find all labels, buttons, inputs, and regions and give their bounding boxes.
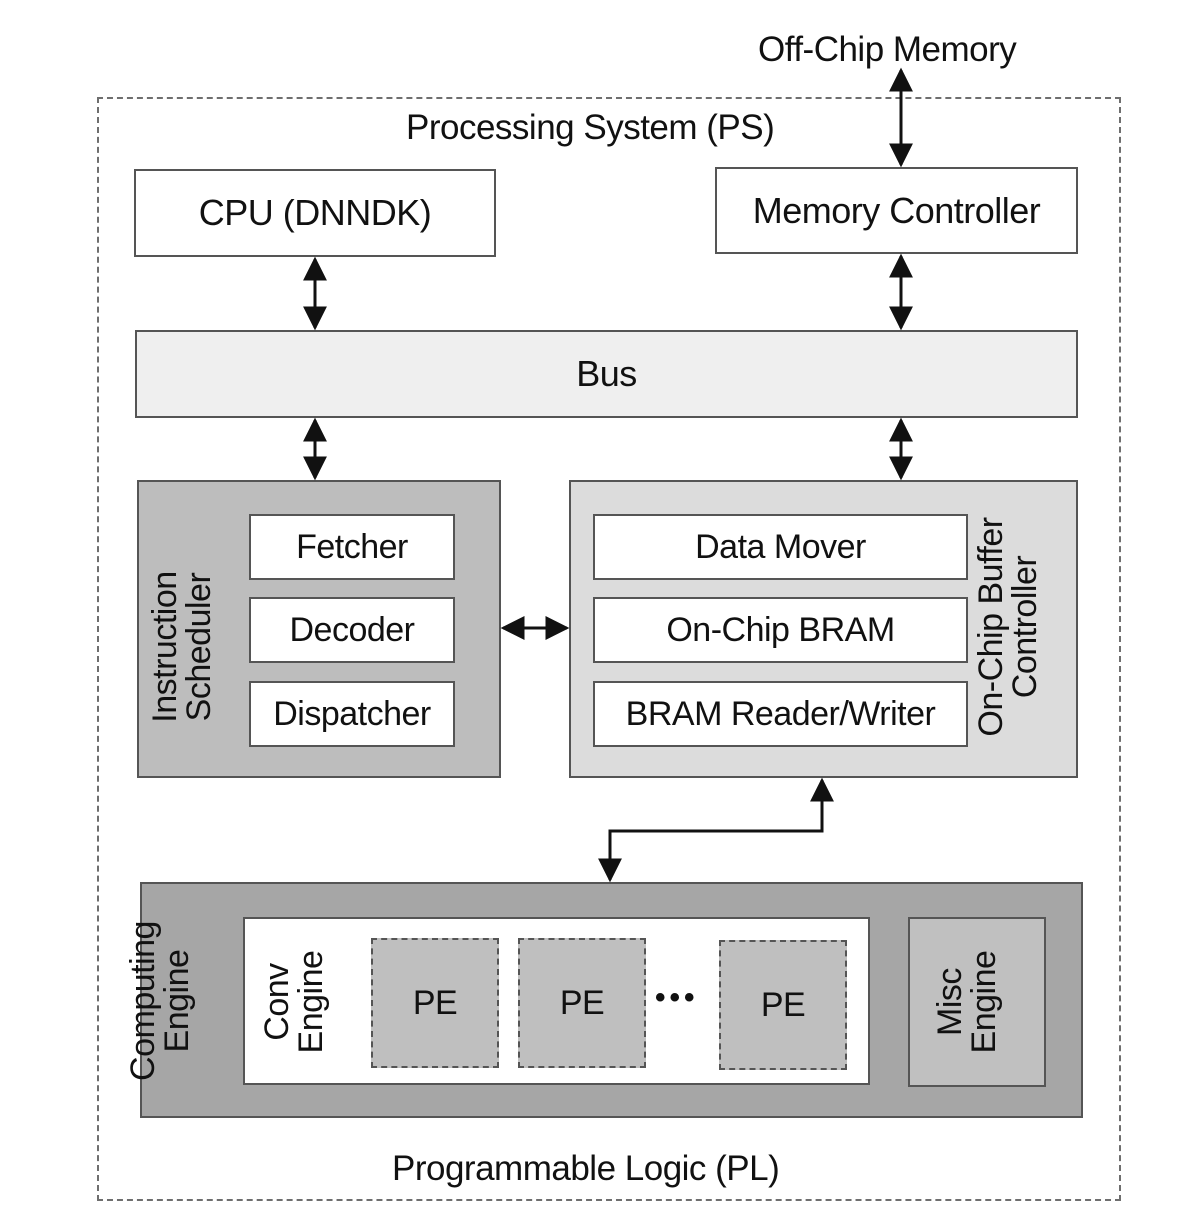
bus-block[interactable]: Bus <box>135 330 1078 418</box>
onchip-bram-label: On-Chip BRAM <box>666 610 895 649</box>
fetcher-label: Fetcher <box>296 527 408 566</box>
pe-block-2[interactable]: PE <box>518 938 646 1068</box>
memory-controller-block[interactable]: Memory Controller <box>715 167 1078 254</box>
pe-label: PE <box>412 983 458 1022</box>
conv-engine-block[interactable]: Conv Engine PE PE ••• PE <box>243 917 870 1085</box>
dispatcher-label: Dispatcher <box>273 694 431 733</box>
bram-reader-writer-block[interactable]: BRAM Reader/Writer <box>593 681 968 747</box>
misc-engine-block[interactable]: Misc Engine <box>908 917 1046 1087</box>
pe-ellipsis: ••• <box>655 981 699 1014</box>
pe-block-1[interactable]: PE <box>371 938 499 1068</box>
decoder-block[interactable]: Decoder <box>249 597 455 663</box>
onchip-buffer-controller-block[interactable]: Data Mover On-Chip BRAM BRAM Reader/Writ… <box>569 480 1078 778</box>
offchip-memory-label: Off-Chip Memory <box>758 30 1017 69</box>
bus-label: Bus <box>576 353 637 394</box>
onchip-bram-block[interactable]: On-Chip BRAM <box>593 597 968 663</box>
data-mover-block[interactable]: Data Mover <box>593 514 968 580</box>
data-mover-label: Data Mover <box>695 527 866 566</box>
dispatcher-block[interactable]: Dispatcher <box>249 681 455 747</box>
pl-region-label: Programmable Logic (PL) <box>392 1149 780 1188</box>
decoder-label: Decoder <box>289 610 415 649</box>
instruction-scheduler-block[interactable]: Instruction Scheduler Fetcher Decoder Di… <box>137 480 501 778</box>
buffer-computing-arrow <box>598 777 834 883</box>
pe-label: PE <box>559 983 605 1022</box>
fetcher-block[interactable]: Fetcher <box>249 514 455 580</box>
system-boundary <box>97 97 1121 1201</box>
cpu-block[interactable]: CPU (DNNDK) <box>134 169 496 257</box>
computing-engine-block[interactable]: Computing Engine Conv Engine PE PE ••• P… <box>124 882 1083 1118</box>
pe-label: PE <box>760 985 806 1024</box>
cpu-label: CPU (DNNDK) <box>198 192 432 233</box>
pe-block-n[interactable]: PE <box>719 940 847 1070</box>
ps-region-label: Processing System (PS) <box>406 108 775 147</box>
memory-controller-label: Memory Controller <box>752 189 1041 231</box>
bram-reader-writer-label: BRAM Reader/Writer <box>625 694 936 733</box>
